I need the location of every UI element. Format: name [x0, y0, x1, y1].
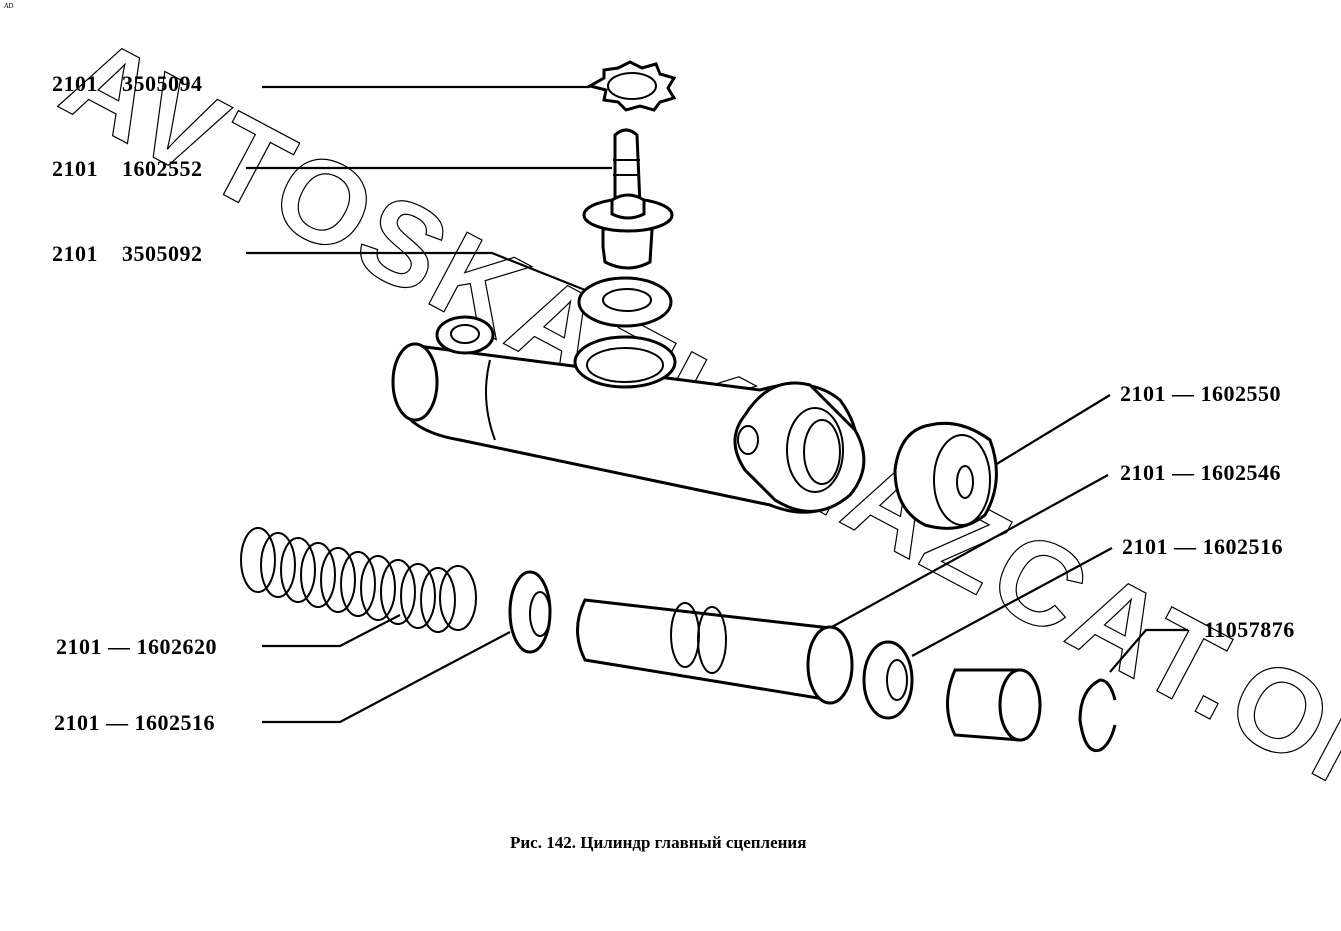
piston-part: [576, 598, 854, 705]
callout-1602546: 2101 — 1602546: [1120, 460, 1281, 485]
protective-cap-part: [893, 421, 998, 530]
callout-1602550: 2101 — 1602550: [1120, 381, 1281, 406]
callout-3505094: 2101 3505094: [52, 71, 203, 96]
callout-1602516-left: 2101 — 1602516: [54, 710, 215, 735]
leader-lines: [246, 85, 1188, 724]
cup-seal-part-2: [862, 640, 914, 720]
callout-1602620: 2101 — 1602620: [56, 634, 217, 659]
lock-washer-part: [586, 60, 677, 112]
figure-caption: Рис. 142. Цилиндр главный сцепления: [510, 833, 807, 852]
corner-mark: AD: [4, 2, 14, 10]
cup-seal-part: [508, 570, 552, 654]
retaining-ring-part: [1078, 678, 1117, 753]
cylinder-body-part: [391, 315, 866, 514]
hose-fitting-part: [582, 128, 674, 270]
spring-part: [240, 527, 477, 633]
sealing-washer-part: [577, 276, 673, 328]
callout-1602516-right: 2101 — 1602516: [1122, 534, 1283, 559]
callout-1602552: 2101 1602552: [52, 156, 203, 181]
callout-3505092: 2101 3505092: [52, 241, 203, 266]
callout-11057876: 11057876: [1204, 617, 1295, 642]
bushing-part: [946, 668, 1042, 742]
